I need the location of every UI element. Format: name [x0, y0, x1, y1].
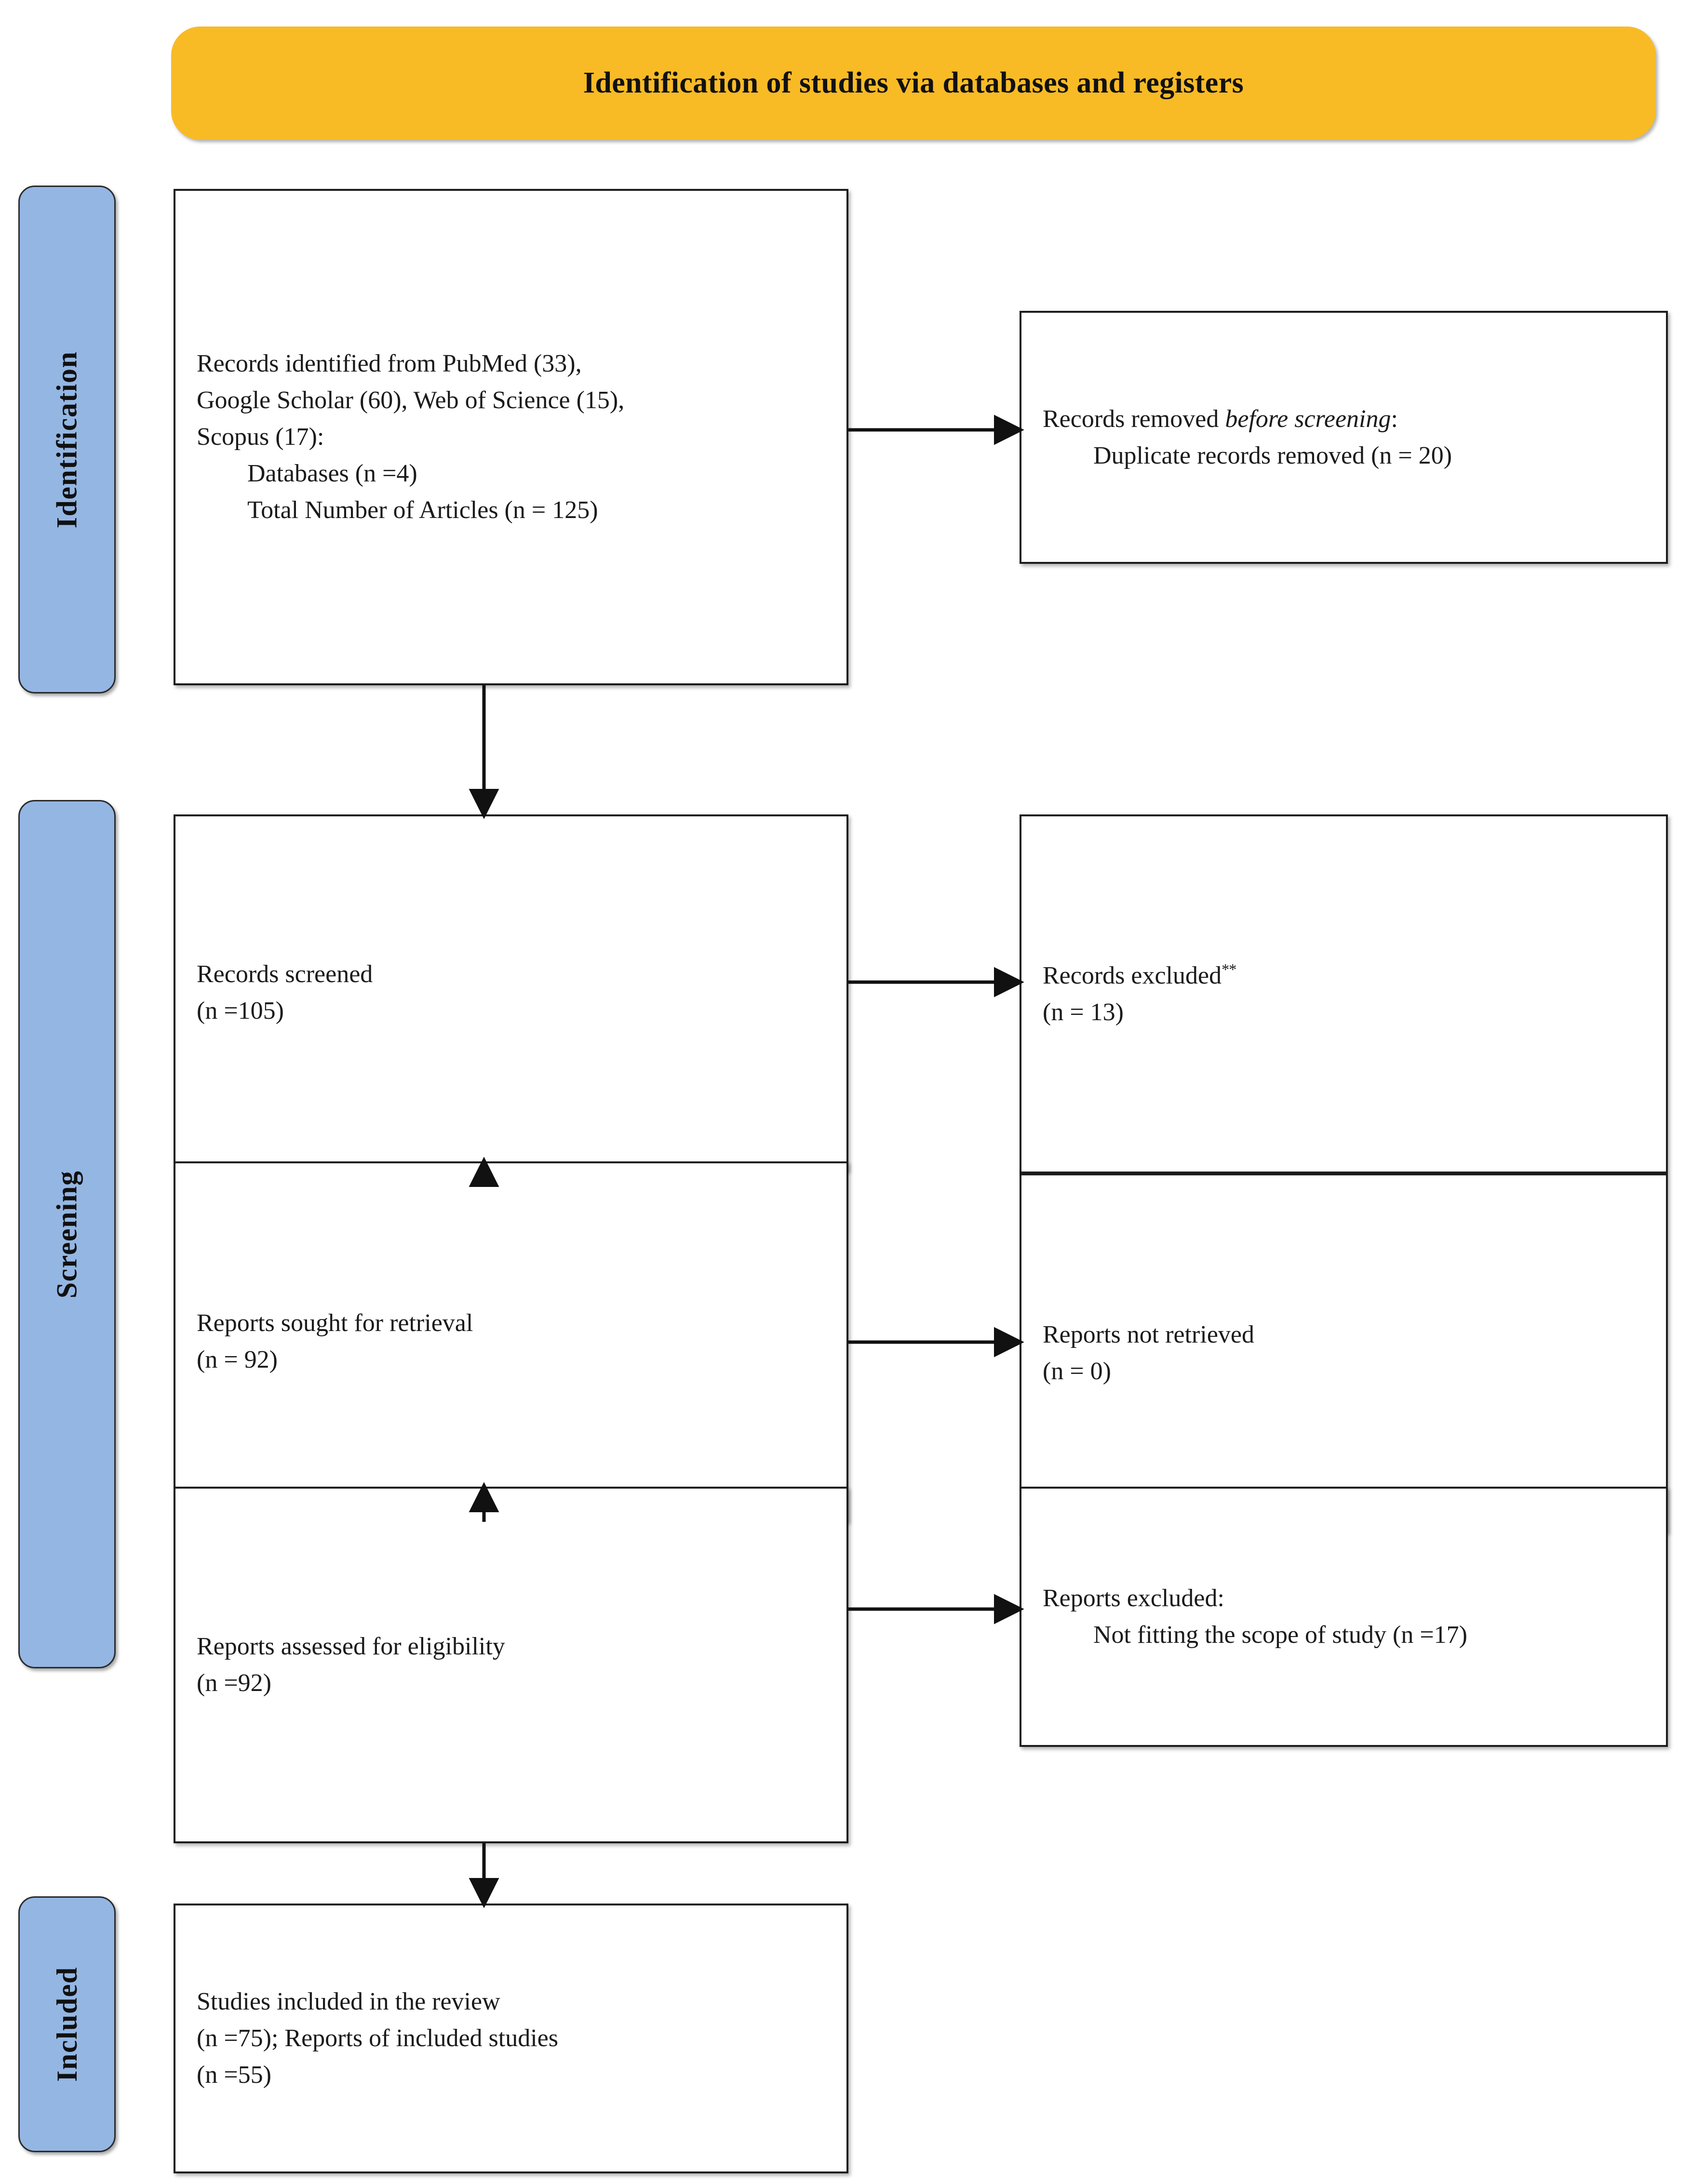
reports-excluded-reason: Not fitting the scope of study (n =17): [1093, 1621, 1467, 1649]
records-removed-heading-pre: Records removed: [1043, 405, 1225, 433]
banner-identification-header: Identification of studies via databases …: [171, 27, 1656, 140]
box-reports-excluded-text: Reports excluded: Not fitting the scope …: [1021, 1580, 1666, 1653]
records-identified-line-1: Records identified from PubMed (33),: [197, 350, 582, 378]
stage-bar-included: Included: [18, 1896, 116, 2152]
duplicate-records-removed: Duplicate records removed (n = 20): [1093, 441, 1452, 469]
box-reports-assessed: Reports assessed for eligibility (n =92): [174, 1487, 848, 1843]
reports-sought-count: (n = 92): [197, 1346, 278, 1373]
records-identified-line-3: Scopus (17):: [197, 423, 324, 451]
records-identified-total-articles: Total Number of Articles (n = 125): [247, 496, 598, 524]
records-excluded-footnote-marker: **: [1222, 960, 1236, 978]
box-reports-not-retrieved-text: Reports not retrieved (n = 0): [1021, 1317, 1666, 1390]
banner-title: Identification of studies via databases …: [583, 67, 1244, 99]
records-removed-heading-post: :: [1391, 405, 1398, 433]
reports-not-retrieved-count: (n = 0): [1043, 1357, 1111, 1385]
box-reports-excluded: Reports excluded: Not fitting the scope …: [1020, 1487, 1668, 1747]
records-excluded-count: (n = 13): [1043, 998, 1124, 1026]
box-studies-included-text: Studies included in the review (n =75); …: [175, 1984, 846, 2093]
records-removed-heading: Records removed before screening:: [1043, 401, 1645, 438]
box-records-identified-text: Records identified from PubMed (33), Goo…: [175, 346, 846, 529]
reports-assessed-label: Reports assessed for eligibility: [197, 1633, 505, 1661]
reports-assessed-count: (n =92): [197, 1669, 271, 1697]
box-reports-sought: Reports sought for retrieval (n = 92): [174, 1161, 848, 1522]
studies-included-line-3: (n =55): [197, 2061, 271, 2089]
records-screened-count: (n =105): [197, 997, 284, 1025]
stage-bar-identification: Identification: [18, 186, 116, 693]
reports-excluded-heading: Reports excluded:: [1043, 1585, 1224, 1612]
stage-label-screening: Screening: [51, 1170, 83, 1298]
box-records-excluded-text: Records excluded** (n = 13): [1021, 958, 1666, 1031]
box-records-screened-text: Records screened (n =105): [175, 956, 846, 1029]
records-removed-heading-italic: before screening: [1225, 405, 1391, 433]
stage-label-included: Included: [51, 1967, 83, 2082]
box-records-removed-text: Records removed before screening: Duplic…: [1021, 401, 1666, 474]
box-reports-assessed-text: Reports assessed for eligibility (n =92): [175, 1628, 846, 1702]
box-studies-included: Studies included in the review (n =75); …: [174, 1904, 848, 2173]
studies-included-line-1: Studies included in the review: [197, 1988, 500, 2016]
reports-not-retrieved-label: Reports not retrieved: [1043, 1320, 1254, 1348]
records-screened-label: Records screened: [197, 960, 373, 988]
records-identified-databases: Databases (n =4): [247, 459, 417, 487]
records-excluded-label: Records excluded: [1043, 961, 1222, 989]
records-excluded-heading: Records excluded**: [1043, 958, 1645, 994]
studies-included-line-2: (n =75); Reports of included studies: [197, 2024, 558, 2052]
stage-bar-screening: Screening: [18, 800, 116, 1668]
box-records-excluded: Records excluded** (n = 13): [1020, 814, 1668, 1173]
box-records-screened: Records screened (n =105): [174, 814, 848, 1171]
box-reports-sought-text: Reports sought for retrieval (n = 92): [175, 1305, 846, 1378]
reports-sought-label: Reports sought for retrieval: [197, 1309, 473, 1337]
stage-label-identification: Identification: [51, 351, 83, 528]
box-reports-not-retrieved: Reports not retrieved (n = 0): [1020, 1173, 1668, 1532]
box-records-removed: Records removed before screening: Duplic…: [1020, 311, 1668, 564]
records-identified-line-2: Google Scholar (60), Web of Science (15)…: [197, 386, 625, 414]
box-records-identified: Records identified from PubMed (33), Goo…: [174, 189, 848, 685]
